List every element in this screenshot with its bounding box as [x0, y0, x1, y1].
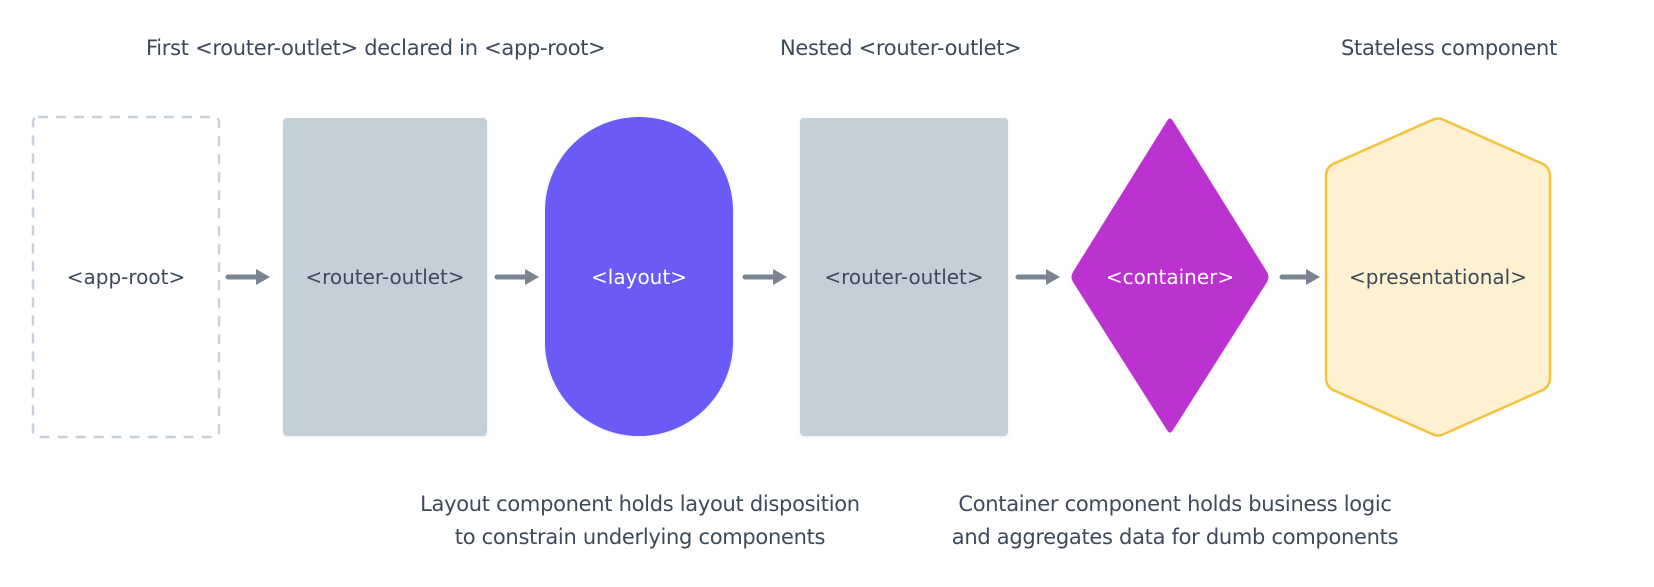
- arrow-app-root-to-router-outlet: [225, 269, 270, 285]
- node-container[interactable]: <container>: [1071, 118, 1269, 433]
- router-outlet-2-label: <router-outlet>: [824, 265, 983, 289]
- layout-label: <layout>: [591, 265, 687, 289]
- caption-layout-component: Layout component holds layout dispositio…: [400, 488, 880, 554]
- presentational-label: <presentational>: [1349, 265, 1527, 289]
- arrow-router-outlet-to-container: [1015, 269, 1060, 285]
- presentational-shape: [1324, 117, 1552, 437]
- node-router-outlet-1[interactable]: <router-outlet>: [283, 118, 487, 436]
- node-layout[interactable]: <layout>: [545, 117, 733, 436]
- caption-stateless-component: Stateless component: [1341, 36, 1557, 60]
- layout-shape: [545, 117, 733, 436]
- container-label: <container>: [1106, 265, 1234, 289]
- app-root-label: <app-root>: [67, 265, 185, 289]
- router-outlet-2-shape: [800, 118, 1008, 436]
- arrow-container-to-presentational: [1279, 269, 1320, 285]
- caption-container-line-2: and aggregates data for dumb components: [951, 525, 1399, 549]
- caption-nested-router-outlet: Nested <router-outlet>: [780, 36, 1022, 60]
- router-outlet-1-shape: [283, 118, 487, 436]
- node-presentational[interactable]: <presentational>: [1324, 117, 1552, 437]
- caption-container-component: Container component holds business logic…: [935, 488, 1415, 554]
- container-shape: [1071, 118, 1269, 433]
- arrow-router-outlet-to-layout: [494, 269, 539, 285]
- caption-layout-line-1: Layout component holds layout dispositio…: [420, 492, 860, 516]
- caption-container-line-1: Container component holds business logic: [958, 492, 1392, 516]
- router-outlet-1-label: <router-outlet>: [305, 265, 464, 289]
- node-app-root[interactable]: <app-root>: [31, 115, 221, 439]
- app-root-shape: [31, 115, 221, 439]
- arrow-layout-to-router-outlet: [742, 269, 787, 285]
- caption-first-router-outlet: First <router-outlet> declared in <app-r…: [146, 36, 606, 60]
- caption-layout-line-2: to constrain underlying components: [454, 525, 826, 549]
- node-router-outlet-2[interactable]: <router-outlet>: [800, 118, 1008, 436]
